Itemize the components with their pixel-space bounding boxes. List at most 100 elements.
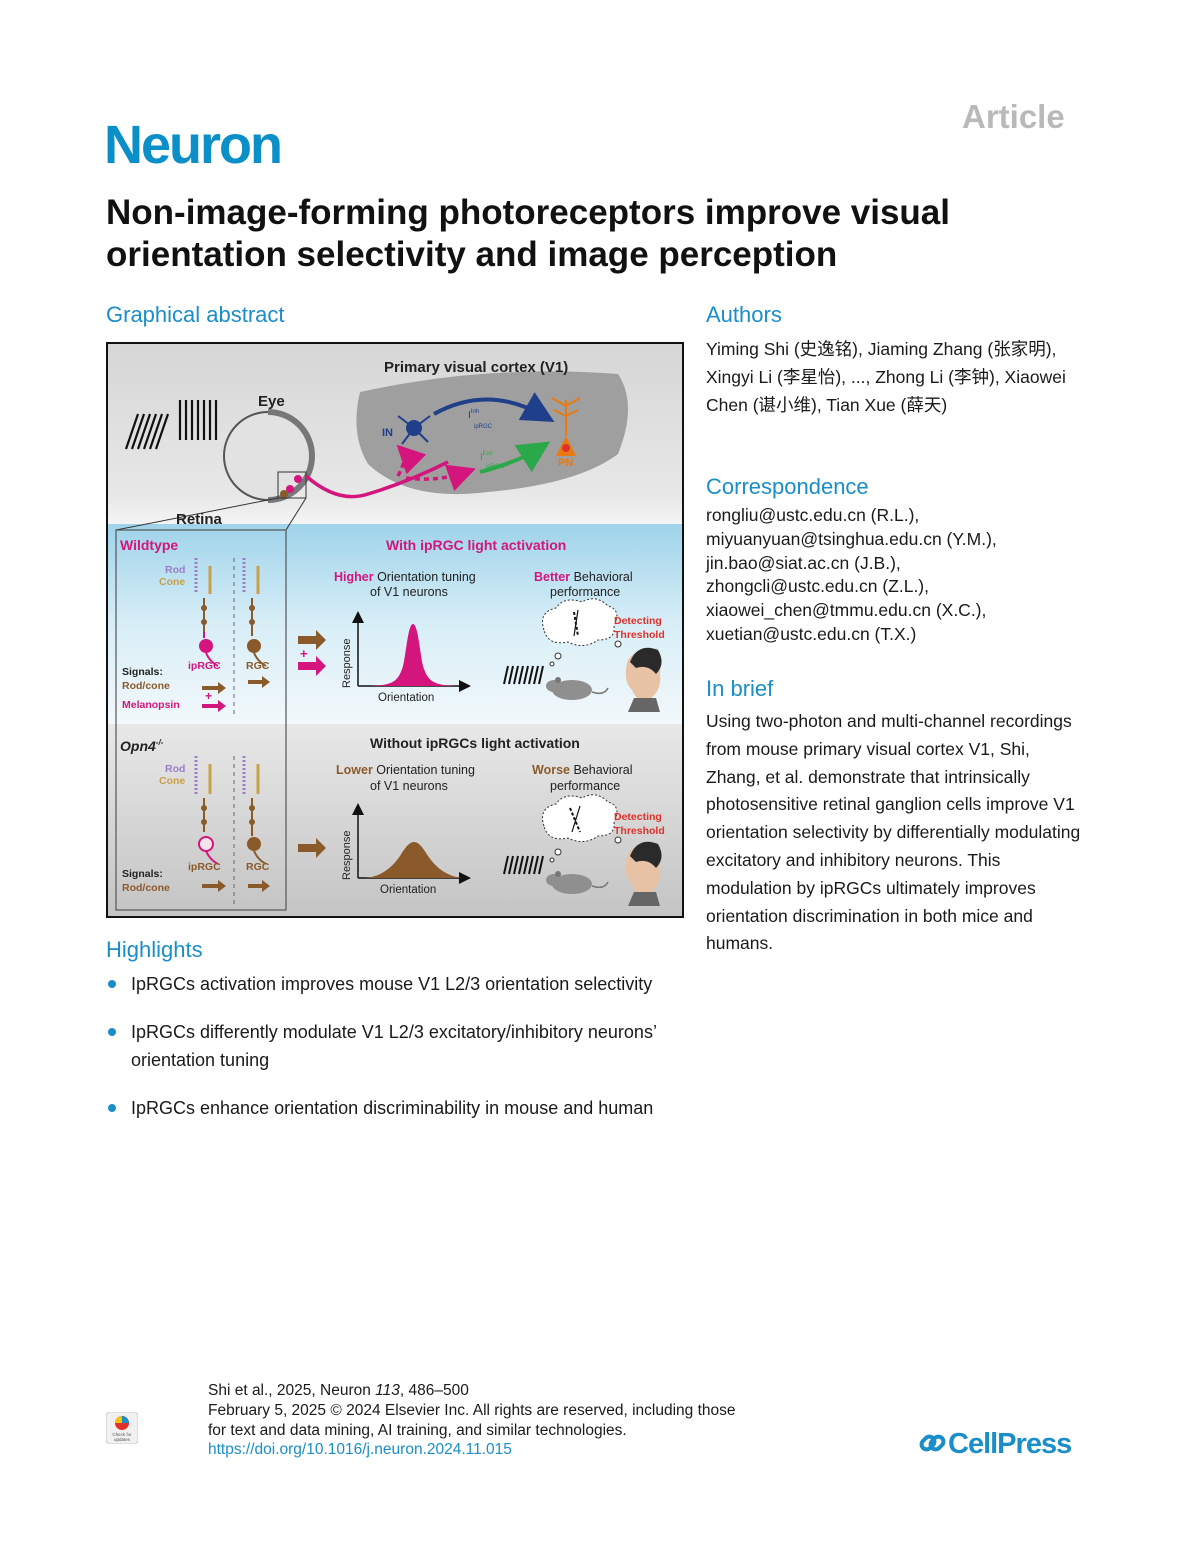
in-label: IN — [382, 427, 393, 439]
wt-mouse-icon — [503, 665, 609, 700]
email-link[interactable]: rongliu@ustc.edu.cn (R.L.), — [706, 505, 920, 525]
wt-thought-bubble-icon — [542, 598, 622, 667]
inhibitory-arrow — [433, 392, 555, 422]
svg-text:updates: updates — [114, 1437, 131, 1442]
ko-tuning-plot — [352, 803, 471, 884]
wt-plus-large: + — [300, 646, 308, 661]
email-link[interactable]: zhongcli@ustc.edu.cn (Z.L.), — [706, 576, 929, 597]
wt-iprgc-label: ipRGC — [188, 660, 221, 672]
knockout-panel-title: Without ipRGCs light activation — [370, 735, 580, 751]
ko-behavior-label: Worse Behavioral — [532, 763, 633, 777]
exc-current-label: IExc — [480, 451, 493, 463]
ko-rgc-circuit-icon — [242, 756, 267, 865]
highlights-list: IpRGCs activation improves mouse V1 L2/3… — [106, 970, 666, 1142]
email-link[interactable]: xiaowei_chen@tmmu.edu.cn (X.C.), — [706, 600, 987, 621]
ko-tuning-label: Lower Orientation tuning — [336, 763, 475, 777]
ko-combined-arrow — [298, 838, 326, 858]
retina-label: Retina — [176, 511, 223, 528]
bullet-icon — [108, 980, 116, 988]
rights-line: for text and data mining, AI training, a… — [208, 1421, 627, 1439]
wt-melanopsin-label: Melanopsin — [122, 699, 180, 711]
inh-iprgc-sub: ipRGC — [474, 424, 493, 430]
eye-label: Eye — [258, 393, 285, 410]
ko-xlabel: Orientation — [380, 884, 436, 896]
knockout-label: Opn4-/- — [120, 738, 164, 754]
wt-cone-label: Cone — [159, 576, 185, 588]
bullet-icon — [108, 1104, 116, 1112]
wt-tuning-line2: of V1 neurons — [370, 585, 448, 599]
retina-inset-frame — [115, 529, 287, 911]
wt-behavior-label: Better Behavioral — [534, 570, 633, 584]
graphical-abstract-svg: Primary visual cortex (V1) Eye IN — [108, 344, 682, 916]
highlights-heading: Highlights — [106, 937, 203, 962]
highlight-item: IpRGCs enhance orientation discriminabil… — [106, 1094, 666, 1122]
check-for-updates-icon[interactable]: Check for updates — [105, 1411, 139, 1445]
cellpress-link-icon — [919, 1434, 946, 1452]
wt-ylabel: Response — [341, 638, 353, 688]
wt-signals-label: Signals: — [122, 666, 163, 678]
wildtype-label: Wildtype — [120, 537, 178, 553]
correspondence-emails: rongliu@ustc.edu.cn (R.L.), miyuanyuan@t… — [706, 504, 1086, 647]
eye-icon — [223, 409, 315, 503]
exc-iprgc-sub: ipRGC — [486, 464, 505, 470]
citation-footer: Shi et al., 2025, Neuron 113, 486–500 Fe… — [208, 1381, 848, 1460]
wt-tuning-plot — [352, 611, 471, 692]
ko-detecting-label: Detecting — [614, 811, 662, 823]
ko-signals-label: Signals: — [122, 868, 163, 880]
wt-detecting-label: Detecting — [614, 615, 662, 627]
email-link[interactable]: jin.bao@siat.ac.cn (J.B.), — [706, 552, 901, 573]
paper-title: Non-image-forming photoreceptors improve… — [106, 193, 950, 274]
wt-xlabel: Orientation — [378, 692, 434, 704]
interneuron-icon — [397, 415, 431, 445]
excitatory-arrow — [479, 441, 551, 474]
ko-ylabel: Response — [341, 830, 353, 880]
wt-rgc-circuit-icon — [242, 558, 267, 667]
zoom-line-right — [285, 497, 307, 531]
pn-label: PN — [558, 457, 573, 469]
v1-label: Primary visual cortex (V1) — [384, 359, 568, 376]
wt-signal-arrows — [202, 676, 270, 712]
bullet-icon — [108, 1028, 116, 1036]
ko-rodcone-label: Rod/cone — [122, 882, 170, 894]
wt-rgc-label: RGC — [246, 660, 270, 672]
iprgc-to-in-arrow — [396, 444, 427, 477]
email-link[interactable]: miyuanyuan@tsinghua.edu.cn (Y.M.), — [706, 528, 997, 549]
ko-cone-label: Cone — [159, 775, 185, 787]
highlight-item: IpRGCs activation improves mouse V1 L2/3… — [106, 970, 666, 998]
inh-current-label: IInh — [468, 409, 479, 421]
ko-iprgc-circuit-icon — [194, 756, 219, 865]
ko-signal-arrows — [202, 880, 270, 892]
authors-heading: Authors — [706, 302, 782, 327]
in-brief-text: Using two-photon and multi-channel recor… — [706, 711, 1081, 954]
in-brief-heading: In brief — [706, 676, 774, 701]
ko-iprgc-label: ipRGC — [188, 861, 221, 873]
graphical-abstract-heading: Graphical abstract — [106, 302, 285, 327]
wt-human-face-icon — [625, 647, 662, 712]
highlight-item: IpRGCs differently modulate V1 L2/3 exci… — [106, 1018, 666, 1074]
authors-list: Yiming Shi (史逸铭), Jiaming Zhang (张家明), X… — [706, 339, 1066, 415]
email-link[interactable]: xuetian@ustc.edu.cn (T.X.) — [706, 623, 917, 644]
wt-rodcone-label: Rod/cone — [122, 680, 170, 692]
svg-text:Check for: Check for — [112, 1432, 132, 1437]
ko-threshold-label: Threshold — [614, 825, 665, 837]
ko-human-face-icon — [625, 841, 662, 906]
article-type-label: Article — [962, 98, 1065, 135]
wt-threshold-label: Threshold — [614, 629, 665, 641]
doi-link[interactable]: https://doi.org/10.1016/j.neuron.2024.11… — [208, 1441, 512, 1459]
wt-plus-small: + — [205, 689, 212, 703]
ko-tuning-line2: of V1 neurons — [370, 779, 448, 793]
ko-rgc-label: RGC — [246, 861, 270, 873]
ko-behavior-line2: performance — [550, 779, 620, 793]
cellpress-logo: CellPress — [918, 1428, 1072, 1461]
wt-tuning-label: Higher Orientation tuning — [334, 570, 476, 584]
citation-line: Shi et al., 2025, Neuron 113, 486–500 — [208, 1382, 469, 1399]
wildtype-panel-title: With ipRGC light activation — [386, 537, 566, 553]
grating-stimulus-icon — [124, 400, 218, 450]
ko-rod-label: Rod — [165, 763, 185, 775]
ko-mouse-icon — [503, 855, 609, 894]
wt-iprgc-circuit-icon — [194, 558, 219, 667]
journal-logo: Neuron — [104, 115, 283, 175]
wt-behavior-line2: performance — [550, 585, 620, 599]
ko-thought-bubble-icon — [542, 794, 622, 863]
correspondence-heading: Correspondence — [706, 474, 869, 499]
